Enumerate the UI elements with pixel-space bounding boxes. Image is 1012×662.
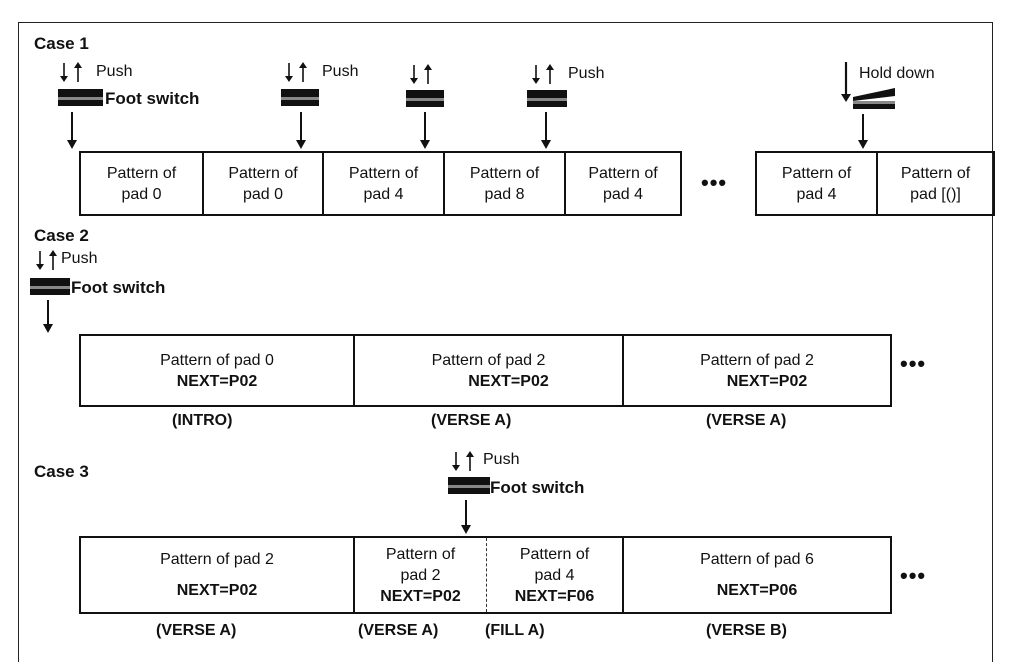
case1-cell-1-text: Pattern of pad 0 [106,164,177,203]
case1-foot-switch-label: Foot switch [105,89,200,108]
case3-cell-2-next: NEXT=P02 [380,587,461,605]
down-arrow-icon [67,112,77,149]
case3-cell-4: Pattern of pad 6 NEXT=P06 [622,538,890,612]
foot-switch-icon [853,88,895,109]
case3-push-label: Push [483,451,520,468]
press-release-arrows-icon [532,64,554,84]
press-release-arrows-icon [452,451,474,471]
foot-switch-icon [527,90,567,107]
foot-switch-icon [448,477,490,494]
hold-down-arrow-icon [841,62,851,102]
case3-cell-1: Pattern of pad 2 NEXT=P02 [81,538,353,612]
case2-section-3: (VERSE A) [706,412,787,429]
press-release-arrows-icon [60,62,82,82]
case2-cell-3-next: NEXT=P02 [726,372,808,390]
case2-cell-3-pattern: Pattern of pad 2 [700,351,814,369]
case3-foot-switch-label: Foot switch [490,478,585,497]
down-arrow-icon [420,112,430,149]
case2-section-1: (INTRO) [172,412,233,429]
case1-cell-4: Pattern of pad 8 [443,153,564,214]
case3-ellipsis: ••• [900,563,927,588]
case2-ellipsis: ••• [900,351,927,376]
down-arrow-icon [43,300,53,333]
case3-cell-4-next: NEXT=P06 [716,582,798,599]
case2-title: Case 2 [34,226,89,245]
case3-sequence-box: Pattern of pad 2 NEXT=P02 Pattern of pad… [79,536,892,614]
case1-cell-6: Pattern of pad 4 [757,153,876,214]
case1-cell-5-text: Pattern of pad 4 [588,164,658,203]
case1-ellipsis: ••• [701,170,728,195]
case1-cell-1: Pattern of pad 0 [81,153,202,214]
case1-push-label-2: Push [322,63,359,80]
case1-cell-7-text: Pattern of pad [()] [900,164,971,203]
case2-cell-1-next: NEXT=P02 [176,372,258,390]
case1-cell-2: Pattern of pad 0 [202,153,322,214]
case2-cell-2-pattern: Pattern of pad 2 [431,351,546,369]
case1-title: Case 1 [34,34,89,53]
case2-cell-1: Pattern of pad 0 NEXT=P02 [81,336,353,405]
case2-section-2: (VERSE A) [431,412,512,429]
case2-cell-2-next: NEXT=P02 [468,372,549,390]
case3-cell-1-pattern: Pattern of pad 2 [160,551,274,568]
case1-cell-4-text: Pattern of pad 8 [469,164,540,203]
case2-push-label: Push [61,250,98,267]
case2-cell-3: Pattern of pad 2 NEXT=P02 [622,336,890,405]
case2-foot-switch-label: Foot switch [71,278,166,297]
foot-switch-icon [406,90,444,107]
case3-cell-1-next: NEXT=P02 [176,582,258,599]
down-arrow-icon [858,114,868,149]
case3-section-4: (VERSE B) [706,622,787,639]
diagram-frame [18,22,993,662]
case1-cell-3: Pattern of pad 4 [322,153,443,214]
case3-section-3: (FILL A) [485,622,545,639]
case3-cell-2: Pattern of pad 2 NEXT=P02 [353,538,486,612]
case1-hold-down-label: Hold down [859,65,935,82]
press-release-arrows-icon [36,250,57,270]
case1-sequence-box: Pattern of pad 0 Pattern of pad 0 Patter… [79,151,682,216]
case2-cell-1-pattern: Pattern of pad 0 [160,351,274,369]
case3-cell-3-next: NEXT=F06 [514,587,595,605]
down-arrow-icon [541,112,551,149]
case2-sequence-box: Pattern of pad 0 NEXT=P02 Pattern of pad… [79,334,892,407]
case3-section-2: (VERSE A) [358,622,439,639]
case1-cell-6-text: Pattern of pad 4 [781,164,852,203]
case3-section-1: (VERSE A) [156,622,237,639]
foot-switch-icon [30,278,70,295]
case1-cell-5: Pattern of pad 4 [564,153,680,214]
case3-cell-4-pattern: Pattern of pad 6 [700,551,814,568]
case3-cell-2-pattern: Pattern of pad 2 [385,545,456,584]
down-arrow-icon [296,112,306,149]
press-release-arrows-icon [285,62,307,82]
case1-push-label-3: Push [568,65,605,82]
case1-push-label-1: Push [96,63,133,80]
case1-cell-7: Pattern of pad [()] [876,153,993,214]
case3-title: Case 3 [34,462,89,481]
case1-sequence-tail-box: Pattern of pad 4 Pattern of pad [()] [755,151,995,216]
case3-cell-3-pattern: Pattern of pad 4 [519,545,590,584]
case1-cell-3-text: Pattern of pad 4 [348,164,419,203]
case3-cell-3: Pattern of pad 4 NEXT=F06 [486,538,622,612]
down-arrow-icon [461,500,471,534]
foot-switch-icon [58,89,103,106]
foot-switch-icon [281,89,319,106]
press-release-arrows-icon [410,64,432,84]
case1-cell-2-text: Pattern of pad 0 [228,164,298,203]
case2-cell-2: Pattern of pad 2 NEXT=P02 [353,336,622,405]
